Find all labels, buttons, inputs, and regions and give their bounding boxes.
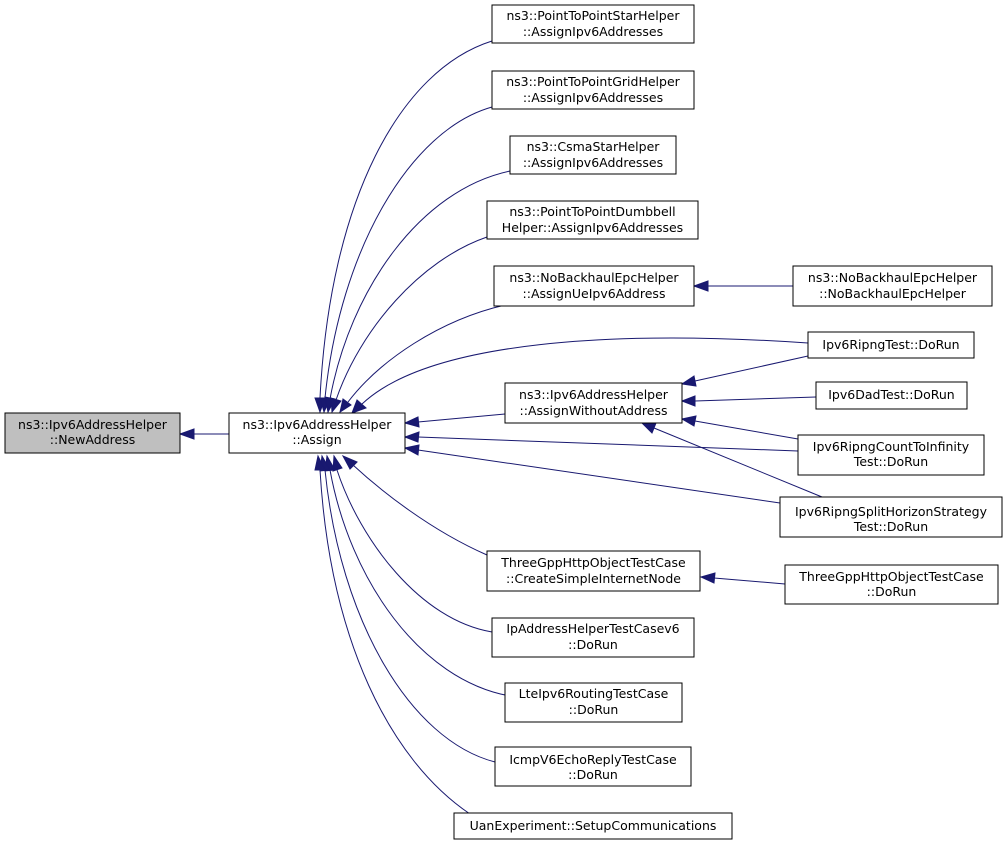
node-uan[interactable]: UanExperiment::SetupCommunications — [453, 812, 733, 840]
node-nobackhaul[interactable]: ns3::NoBackhaulEpcHelper ::AssignUeIpv6A… — [493, 265, 695, 307]
node-p2pdumbbell-label-1: ns3::PointToPointDumbbell — [509, 204, 675, 219]
edge-ripngsplit-to-withoutaddr — [640, 422, 823, 498]
node-p2pdumbbell-label-2: Helper::AssignIpv6Addresses — [502, 220, 683, 235]
node-dadtest-label-1: Ipv6DadTest::DoRun — [828, 387, 954, 402]
edge-lteipv6-to-assign — [324, 454, 511, 697]
node-nobackhaul-label-2: ::AssignUeIpv6Address — [523, 286, 666, 301]
node-nobackhaul-label-1: ns3::NoBackhaulEpcHelper — [509, 270, 679, 285]
node-csmastar[interactable]: ns3::CsmaStarHelper ::AssignIpv6Addresse… — [509, 135, 677, 175]
node-threegppnode-label-2: ::CreateSimpleInternetNode — [506, 571, 681, 586]
edge-p2pstar-to-assign — [314, 40, 493, 414]
node-ipaddrtest-label-1: IpAddressHelperTestCasev6 — [506, 621, 679, 636]
node-threegpprun-label-1: ThreeGppHttpObjectTestCase — [798, 569, 984, 584]
node-uan-label-1: UanExperiment::SetupCommunications — [470, 818, 717, 833]
node-p2pgrid-label-1: ns3::PointToPointGridHelper — [506, 74, 680, 89]
node-nobackhaulctor[interactable]: ns3::NoBackhaulEpcHelper ::NoBackhaulEpc… — [792, 265, 993, 307]
node-assign[interactable]: ns3::Ipv6AddressHelper ::Assign — [228, 412, 406, 454]
edge-nobackhaulctor-to-nobackhaul — [692, 280, 793, 292]
node-ripngsplit-label-1: Ipv6RipngSplitHorizonStrategy — [795, 504, 988, 519]
node-nobackhaulctor-label-2: ::NoBackhaulEpcHelper — [819, 286, 967, 301]
node-ripngsplit-label-2: Test::DoRun — [853, 519, 928, 534]
node-ripngsplit[interactable]: Ipv6RipngSplitHorizonStrategy Test::DoRu… — [779, 496, 1003, 538]
node-newaddress-label-2: ::NewAddress — [50, 432, 135, 447]
node-p2pstar-label-1: ns3::PointToPointStarHelper — [506, 8, 680, 23]
node-ipaddrtest[interactable]: IpAddressHelperTestCasev6 ::DoRun — [491, 617, 695, 658]
node-assign-label-2: ::Assign — [292, 432, 341, 447]
edge-p2pdumbbell-to-assign — [330, 236, 488, 414]
node-assign-label-1: ns3::Ipv6AddressHelper — [243, 417, 393, 432]
node-lteipv6-label-1: LteIpv6RoutingTestCase — [519, 686, 669, 701]
node-ripngcount-label-1: Ipv6RipngCountToInfinity — [813, 439, 970, 454]
edge-assign-to-newaddress — [178, 428, 229, 440]
node-threegppnode[interactable]: ThreeGppHttpObjectTestCase ::CreateSimpl… — [486, 550, 701, 592]
node-p2pdumbbell[interactable]: ns3::PointToPointDumbbell Helper::Assign… — [486, 200, 699, 240]
node-icmpv6[interactable]: IcmpV6EchoReplyTestCase ::DoRun — [494, 746, 692, 787]
node-withoutaddr-label-2: ::AssignWithoutAddress — [520, 403, 668, 418]
edge-icmpv6-to-assign — [319, 454, 496, 763]
node-threegppnode-label-1: ThreeGppHttpObjectTestCase — [500, 555, 686, 570]
node-threegpprun-label-2: ::DoRun — [867, 584, 917, 599]
node-threegpprun[interactable]: ThreeGppHttpObjectTestCase ::DoRun — [784, 564, 999, 605]
edge-ripngtest-to-assign — [351, 337, 809, 414]
edge-dadtest-to-withoutaddr — [680, 395, 817, 407]
edge-withoutaddr-to-assign — [403, 413, 506, 428]
node-newaddress[interactable]: ns3::Ipv6AddressHelper ::NewAddress — [4, 412, 181, 454]
edge-uan-to-assign — [314, 454, 471, 815]
node-csmastar-label-1: ns3::CsmaStarHelper — [527, 139, 661, 154]
node-ripngtest-label-1: Ipv6RipngTest::DoRun — [822, 337, 959, 352]
node-csmastar-label-2: ::AssignIpv6Addresses — [523, 155, 663, 170]
node-ipaddrtest-label-2: ::DoRun — [568, 637, 618, 652]
node-withoutaddr-label-1: ns3::Ipv6AddressHelper — [519, 387, 669, 402]
node-lteipv6-label-2: ::DoRun — [569, 702, 619, 717]
node-p2pstar-label-2: ::AssignIpv6Addresses — [523, 24, 663, 39]
node-ripngcount-label-2: Test::DoRun — [853, 454, 928, 469]
node-dadtest[interactable]: Ipv6DadTest::DoRun — [815, 381, 968, 410]
node-icmpv6-label-1: IcmpV6EchoReplyTestCase — [509, 752, 677, 767]
node-ripngtest[interactable]: Ipv6RipngTest::DoRun — [807, 331, 975, 359]
edge-ripngcount-to-withoutaddr — [680, 415, 799, 440]
edge-csmastar-to-assign — [324, 170, 511, 414]
node-nobackhaulctor-label-1: ns3::NoBackhaulEpcHelper — [808, 270, 978, 285]
node-ripngcount[interactable]: Ipv6RipngCountToInfinity Test::DoRun — [797, 434, 985, 476]
edge-ipaddrtest-to-assign — [332, 454, 493, 633]
edge-threegpprun-to-threegppnode — [699, 572, 786, 585]
node-newaddress-label-1: ns3::Ipv6AddressHelper — [18, 417, 168, 432]
edge-ripngtest-to-withoutaddr — [680, 355, 809, 387]
node-withoutaddr[interactable]: ns3::Ipv6AddressHelper ::AssignWithoutAd… — [504, 382, 683, 424]
node-icmpv6-label-2: ::DoRun — [568, 767, 618, 782]
node-lteipv6[interactable]: LteIpv6RoutingTestCase ::DoRun — [504, 682, 683, 723]
edge-p2pgrid-to-assign — [319, 106, 493, 414]
node-p2pgrid[interactable]: ns3::PointToPointGridHelper ::AssignIpv6… — [491, 70, 695, 110]
edge-ripngcount-to-assign — [403, 431, 799, 452]
node-p2pstar[interactable]: ns3::PointToPointStarHelper ::AssignIpv6… — [491, 4, 695, 44]
edge-ripngsplit-to-assign — [403, 444, 781, 504]
edge-nobackhaul-to-assign — [339, 304, 506, 414]
edge-threegppnode-to-assign — [341, 454, 488, 556]
node-p2pgrid-label-2: ::AssignIpv6Addresses — [523, 90, 663, 105]
